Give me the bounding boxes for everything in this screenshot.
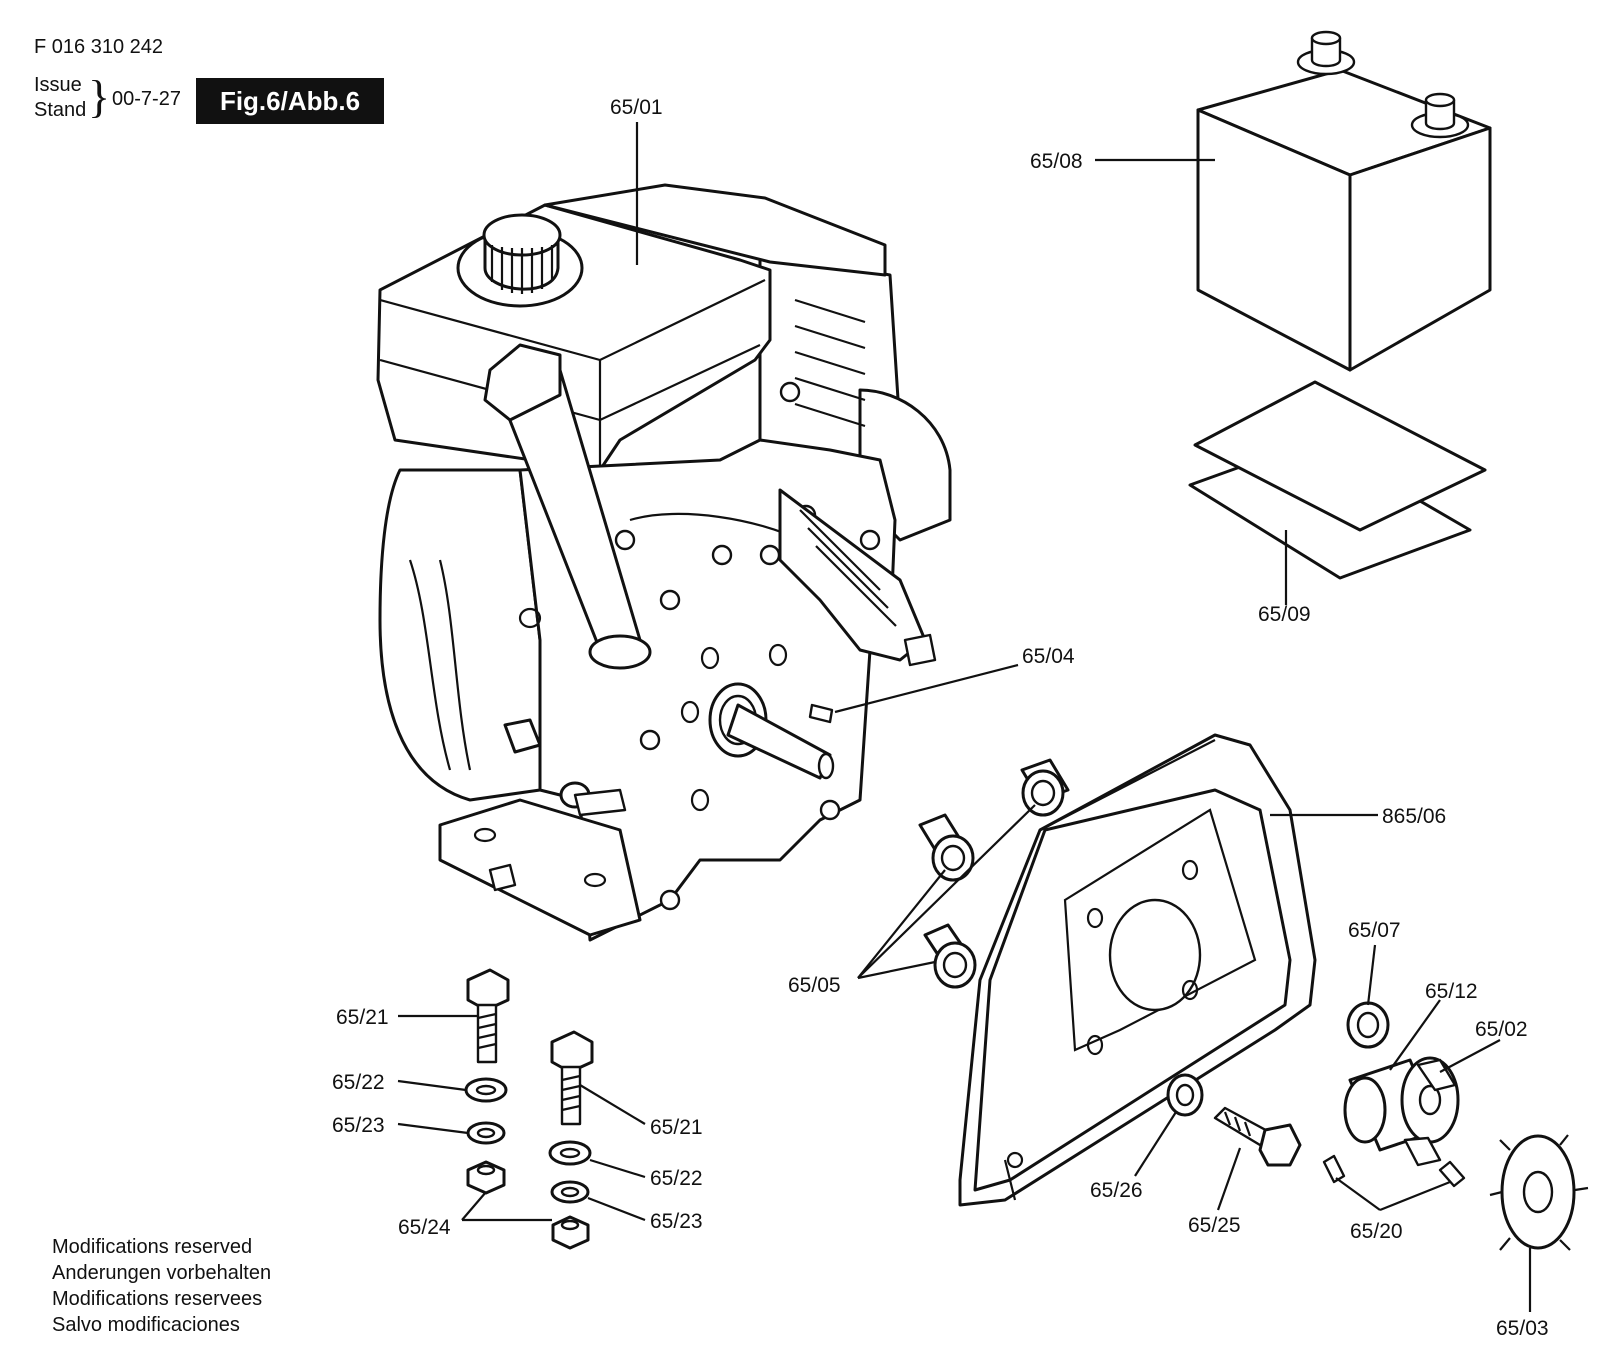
callout-65-03: 65/03 (1496, 1317, 1549, 1340)
callout-65-23-left: 65/23 (332, 1114, 385, 1137)
battery (1196, 30, 1492, 372)
fastener-group-right (1166, 1001, 1589, 1251)
notice-english: Modifications reserved (52, 1236, 253, 1258)
leader-65-22-b (589, 1158, 646, 1179)
issue-label: Issue (34, 74, 82, 96)
brace-glyph: } (88, 71, 111, 122)
leader-65-26 (1134, 1111, 1177, 1177)
callout-65-08: 65/08 (1030, 150, 1083, 173)
document-number: F 016 310 242 (34, 36, 163, 58)
modifications-notice: Modifications reserved Anderungen vorbeh… (52, 1234, 271, 1338)
leader-65-05-a (857, 804, 1036, 979)
callout-65-25: 65/25 (1188, 1214, 1241, 1237)
engine-assembly (376, 183, 952, 942)
issue-stand-labels: Issue Stand (34, 73, 86, 123)
callout-65-09: 65/09 (1258, 603, 1311, 626)
notice-german: Anderungen vorbehalten (52, 1262, 272, 1284)
leader-65-23-b (587, 1196, 646, 1222)
leader-65-05-b (857, 869, 946, 979)
leader-65-05-c (857, 960, 936, 980)
figure-title-badge: Fig.6/Abb.6 (196, 78, 384, 124)
leader-65-07 (1366, 944, 1377, 1006)
callout-65-01: 65/01 (610, 96, 663, 119)
callout-65-20: 65/20 (1350, 1220, 1403, 1243)
callout-65-22-left: 65/22 (332, 1071, 385, 1094)
stand-label: Stand (34, 99, 87, 121)
leader-65-02 (1439, 1039, 1501, 1073)
leader-lines (397, 122, 1532, 1312)
callout-65-04: 65/04 (1022, 645, 1075, 668)
fastener-group-left (464, 968, 594, 1250)
callout-65-12: 65/12 (1425, 980, 1478, 1003)
leader-65-24-a (461, 1191, 487, 1221)
issue-date: 00-7-27 (112, 88, 181, 110)
callout-65-05: 65/05 (788, 974, 841, 997)
callout-labels: 65/01 65/08 65/09 65/04 865/06 65/05 65/… (332, 96, 1549, 1340)
leader-65-20-a (1335, 1177, 1381, 1211)
callout-65-23-right: 65/23 (650, 1210, 703, 1233)
callout-865-06: 865/06 (1382, 805, 1446, 828)
callout-65-26: 65/26 (1090, 1179, 1143, 1202)
callout-65-21-left: 65/21 (336, 1006, 389, 1029)
spacers (918, 758, 1070, 989)
leader-65-21-b (579, 1084, 646, 1125)
leader-65-20-b (1379, 1180, 1451, 1212)
battery-pads (1188, 380, 1487, 580)
notice-spanish: Salvo modificaciones (52, 1314, 240, 1336)
callout-65-07: 65/07 (1348, 919, 1401, 942)
leader-65-23-a (397, 1122, 469, 1135)
leader-65-04 (834, 663, 1019, 714)
callout-65-02: 65/02 (1475, 1018, 1528, 1041)
mounting-bracket (958, 733, 1317, 1207)
callout-65-22-right: 65/22 (650, 1167, 703, 1190)
callout-65-21-right: 65/21 (650, 1116, 703, 1139)
leader-65-12 (1389, 999, 1441, 1071)
leader-65-25 (1216, 1147, 1242, 1211)
callout-65-24: 65/24 (398, 1216, 451, 1239)
leader-65-22-a (397, 1079, 467, 1092)
notice-french: Modifications reservees (52, 1288, 263, 1310)
